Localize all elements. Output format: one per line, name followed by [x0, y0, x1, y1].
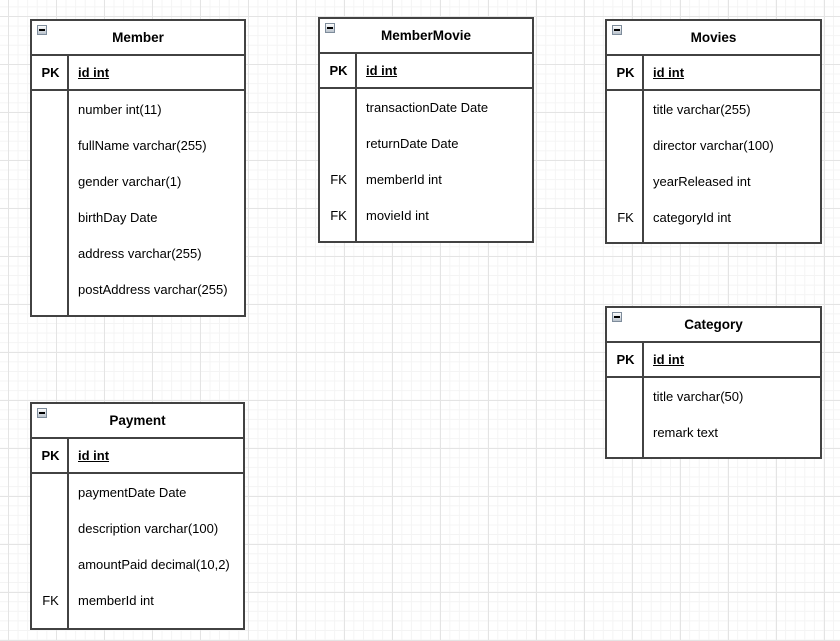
attribute-row[interactable]: returnDate Date [320, 125, 532, 161]
table-body: PK id int transactionDate Date returnDat… [320, 54, 532, 241]
pk-field-label: id int [653, 65, 685, 80]
er-table-category[interactable]: Category PK id int title varchar(50) rem… [605, 306, 822, 459]
attribute-row[interactable]: description varchar(100) [32, 510, 243, 546]
table-title: Member [112, 30, 164, 45]
attribute-row[interactable]: address varchar(255) [32, 235, 244, 271]
table-body: PK id int paymentDate Date description v… [32, 439, 243, 628]
attribute-label: gender varchar(1) [78, 173, 182, 189]
table-body: PK id int title varchar(255) director va… [607, 56, 820, 242]
table-title-row[interactable]: Category [607, 308, 820, 343]
collapse-icon[interactable] [325, 23, 335, 33]
table-title-row[interactable]: MemberMovie [320, 19, 532, 54]
er-table-member[interactable]: Member PK id int number int(11) fullName… [30, 19, 246, 317]
pk-column-divider [355, 54, 357, 241]
fk-key-label: FK [42, 592, 59, 608]
table-title-row[interactable]: Movies [607, 21, 820, 56]
attribute-label: memberId int [78, 592, 154, 608]
fk-key-label: FK [330, 207, 347, 223]
attribute-label: director varchar(100) [653, 137, 774, 153]
attribute-row[interactable]: paymentDate Date [32, 474, 243, 510]
pk-column-divider [67, 439, 69, 628]
pk-key-label: PK [616, 65, 635, 80]
collapse-icon[interactable] [612, 25, 622, 35]
attribute-row[interactable]: FK movieId int [320, 197, 532, 233]
er-table-payment[interactable]: Payment PK id int paymentDate Date descr… [30, 402, 245, 630]
table-title: Category [684, 317, 743, 332]
pk-row[interactable]: PK id int [320, 54, 532, 89]
collapse-icon[interactable] [37, 408, 47, 418]
pk-field-label: id int [653, 352, 685, 367]
minus-glyph [327, 27, 333, 29]
attribute-row[interactable]: transactionDate Date [320, 89, 532, 125]
er-table-movies[interactable]: Movies PK id int title varchar(255) dire… [605, 19, 822, 244]
attribute-label: categoryId int [653, 209, 732, 225]
pk-row[interactable]: PK id int [607, 56, 820, 91]
attribute-row[interactable]: amountPaid decimal(10,2) [32, 546, 243, 582]
attribute-row[interactable]: fullName varchar(255) [32, 127, 244, 163]
pk-field-label: id int [78, 448, 110, 463]
attribute-label: description varchar(100) [78, 520, 219, 536]
minus-glyph [614, 29, 620, 31]
table-body: PK id int number int(11) fullName varcha… [32, 56, 244, 315]
minus-glyph [614, 316, 620, 318]
collapse-icon[interactable] [612, 312, 622, 322]
attribute-row[interactable]: yearReleased int [607, 163, 820, 199]
pk-field-label: id int [78, 65, 110, 80]
attribute-label: remark text [653, 424, 719, 440]
minus-glyph [39, 412, 45, 414]
attribute-label: address varchar(255) [78, 245, 202, 261]
attribute-label: postAddress varchar(255) [78, 281, 228, 297]
fk-key-label: FK [617, 209, 634, 225]
attribute-row[interactable]: director varchar(100) [607, 127, 820, 163]
minus-glyph [39, 29, 45, 31]
pk-row[interactable]: PK id int [32, 439, 243, 474]
pk-key-label: PK [329, 63, 348, 78]
attribute-row[interactable]: FK memberId int [320, 161, 532, 197]
fk-key-label: FK [330, 171, 347, 187]
table-title: Payment [109, 413, 166, 428]
attribute-label: fullName varchar(255) [78, 137, 207, 153]
attribute-row[interactable]: title varchar(50) [607, 378, 820, 414]
attribute-label: title varchar(50) [653, 388, 744, 404]
pk-key-label: PK [41, 65, 60, 80]
table-title-row[interactable]: Member [32, 21, 244, 56]
attribute-row[interactable]: FK memberId int [32, 582, 243, 618]
attribute-row[interactable]: birthDay Date [32, 199, 244, 235]
pk-field-label: id int [366, 63, 398, 78]
attribute-label: transactionDate Date [366, 99, 489, 115]
pk-row[interactable]: PK id int [607, 343, 820, 378]
attribute-row[interactable]: FK categoryId int [607, 199, 820, 235]
pk-key-label: PK [616, 352, 635, 367]
attribute-row[interactable]: gender varchar(1) [32, 163, 244, 199]
attribute-row[interactable]: title varchar(255) [607, 91, 820, 127]
attribute-label: number int(11) [78, 101, 162, 117]
table-body: PK id int title varchar(50) remark text [607, 343, 820, 457]
pk-column-divider [642, 56, 644, 242]
attribute-label: amountPaid decimal(10,2) [78, 556, 230, 572]
attribute-row[interactable]: postAddress varchar(255) [32, 271, 244, 307]
pk-row[interactable]: PK id int [32, 56, 244, 91]
pk-column-divider [642, 343, 644, 457]
attribute-label: movieId int [366, 207, 429, 223]
attribute-label: paymentDate Date [78, 484, 187, 500]
attribute-label: title varchar(255) [653, 101, 751, 117]
collapse-icon[interactable] [37, 25, 47, 35]
attribute-row[interactable]: remark text [607, 414, 820, 450]
table-title: Movies [690, 30, 737, 45]
attribute-label: yearReleased int [653, 173, 751, 189]
pk-column-divider [67, 56, 69, 315]
attribute-label: returnDate Date [366, 135, 459, 151]
er-table-membermovie[interactable]: MemberMovie PK id int transactionDate Da… [318, 17, 534, 243]
pk-key-label: PK [41, 448, 60, 463]
attribute-label: memberId int [366, 171, 442, 187]
attribute-row[interactable]: number int(11) [32, 91, 244, 127]
table-title: MemberMovie [380, 28, 472, 43]
attribute-label: birthDay Date [78, 209, 158, 225]
table-title-row[interactable]: Payment [32, 404, 243, 439]
